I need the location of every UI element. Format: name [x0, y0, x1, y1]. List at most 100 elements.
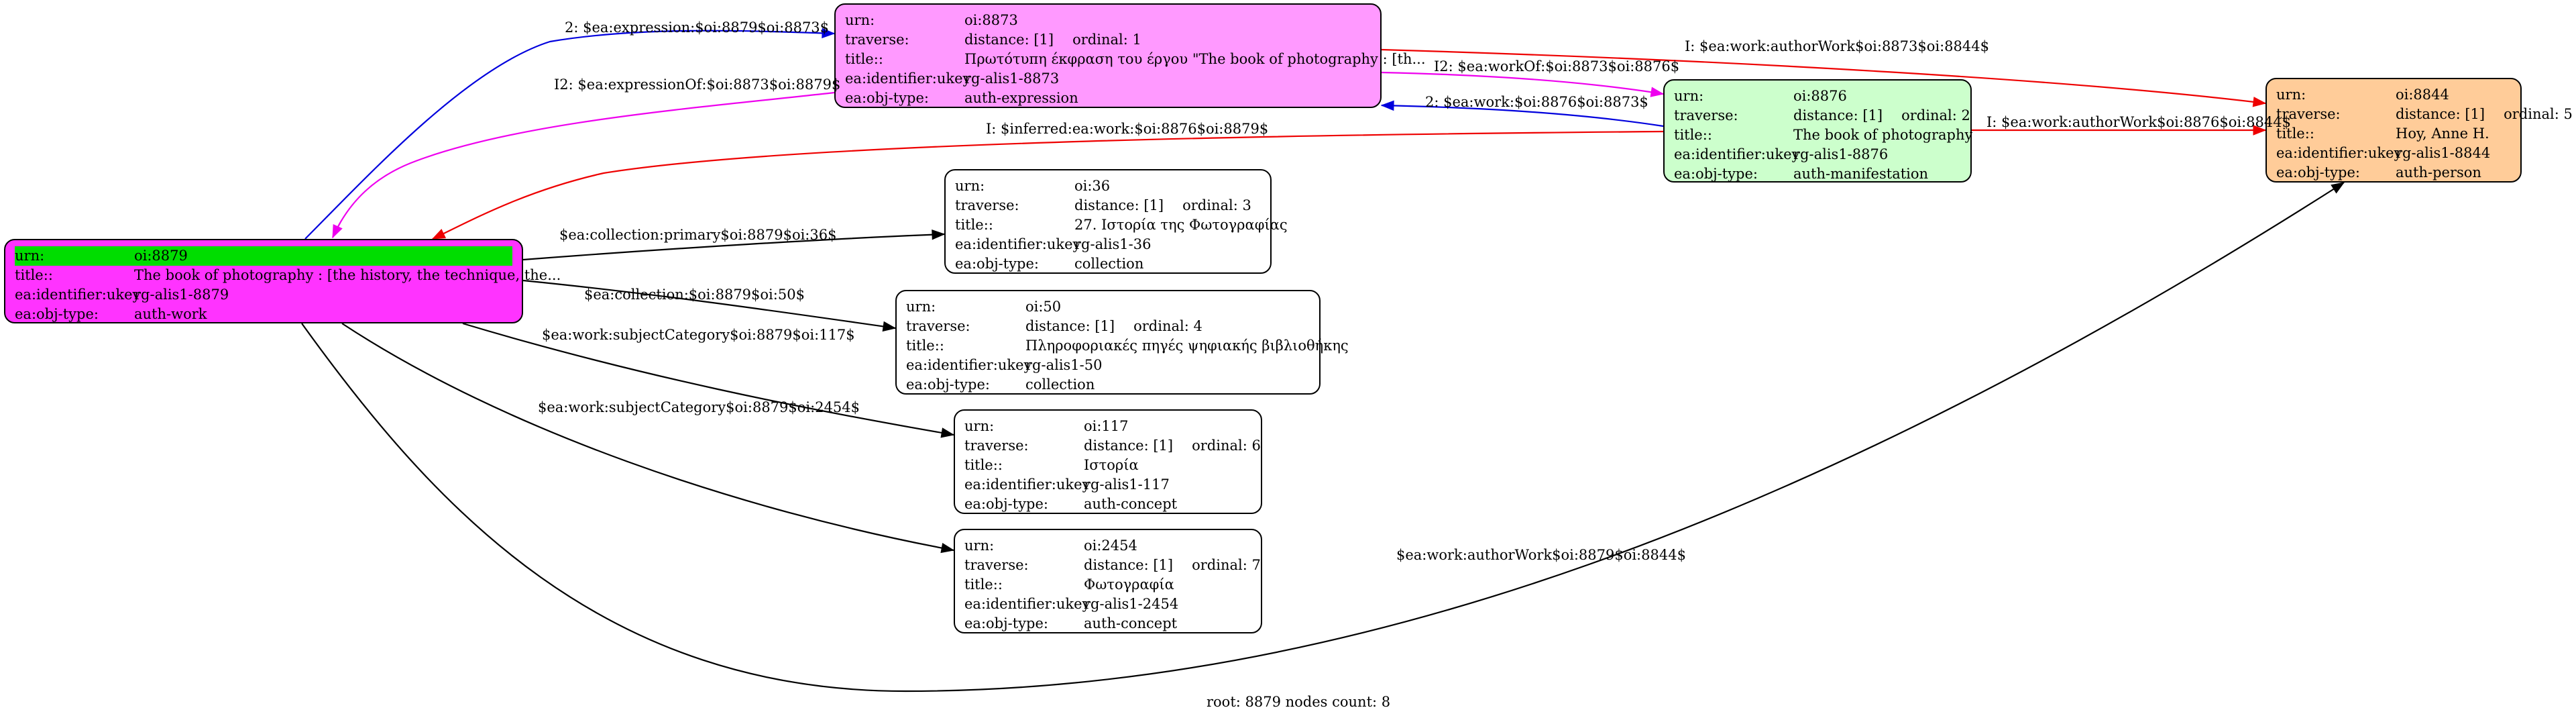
arrowhead-icon — [932, 229, 946, 240]
row-key: ea:obj-type: — [955, 256, 1039, 272]
row-key: urn: — [845, 12, 875, 28]
node-row: traverse:distance: [1]ordinal: 5 — [2276, 105, 2573, 124]
row-value: distance: [1] — [1084, 557, 1174, 573]
row-key: urn: — [964, 418, 995, 434]
arrowhead-icon — [1380, 100, 1394, 111]
row-key: ea:identifier:ukey — [964, 476, 1090, 493]
row-value: rg-alis1-117 — [1084, 476, 1170, 493]
row-key: title:: — [845, 51, 883, 67]
row-key: ea:obj-type: — [845, 90, 929, 106]
node-row: urn:oi:8844 — [2276, 85, 2511, 105]
row-value: rg-alis1-2454 — [1084, 596, 1179, 612]
node-row: urn:oi:50 — [906, 297, 1310, 317]
node-row: urn: oi:8879 — [15, 246, 512, 266]
row-value: oi:8873 — [964, 12, 1018, 28]
row-key: title:: — [964, 576, 1003, 593]
node-row: ea:obj-type:auth-work — [15, 305, 512, 324]
edge-n8876-n8873 — [1381, 104, 1664, 127]
row-key: ea:identifier:ukey — [845, 70, 971, 87]
edge-label-author-work-8873: I: $ea:work:authorWork$oi:8873$oi:8844$ — [1685, 38, 1989, 54]
row-key: ea:obj-type: — [964, 496, 1048, 512]
row-value: Hoy, Anne H. — [2396, 125, 2489, 142]
row-value: rg-alis1-8844 — [2396, 145, 2491, 161]
row-value: rg-alis1-36 — [1074, 236, 1152, 252]
arrowhead-icon — [332, 223, 343, 239]
row-value: distance: [1] — [964, 32, 1054, 48]
node-row: traverse:distance: [1]ordinal: 7 — [964, 556, 1261, 575]
node-row: urn: oi:8873 — [845, 11, 1371, 30]
edge-label-collection: $ea:collection:$oi:8879$oi:50$ — [584, 287, 805, 303]
edge-n8879-n117 — [462, 322, 954, 436]
arrowhead-icon — [431, 229, 447, 240]
node-row: title::The book of photography — [1674, 125, 1972, 145]
row-value: oi:117 — [1084, 418, 1129, 434]
node-row: urn: oi:8876 — [1674, 87, 1961, 106]
row-key: ea:identifier:ukey — [2276, 145, 2402, 161]
row-key: urn: — [955, 178, 985, 194]
row-value: auth-concept — [1084, 496, 1178, 512]
row-value: Πρωτότυπη έκφραση του έργου "The book of… — [964, 51, 1426, 67]
edge-n8873-n8879 — [331, 91, 835, 238]
edge-n8873-n8876 — [1381, 71, 1664, 95]
node-row: title::Πληροφοριακές πηγές ψηφιακής βιβλ… — [906, 336, 1349, 356]
edge-n8876-n8879 — [432, 130, 1664, 240]
row-value: collection — [1074, 256, 1144, 272]
row-value: oi:8876 — [1793, 88, 1847, 104]
row-key: urn: — [15, 248, 45, 264]
node-row: title::27. Ιστορία της Φωτογραφίας — [955, 215, 1288, 235]
node-row: urn: oi:36 — [955, 176, 1261, 196]
node-row: ea:obj-type:collection — [906, 375, 1310, 395]
row-key: traverse: — [955, 197, 1019, 213]
arrowhead-icon — [882, 321, 897, 332]
arrowhead-icon — [822, 28, 836, 39]
row-ordinal: ordinal: 1 — [1072, 32, 1141, 48]
row-value: auth-expression — [964, 90, 1078, 106]
row-value: oi:36 — [1074, 178, 1111, 194]
row-value: oi:8879 — [134, 248, 188, 264]
edge-n8879-n50 — [522, 279, 896, 329]
edge-n8873-n8844 — [1381, 48, 2266, 105]
row-ordinal: ordinal: 3 — [1182, 197, 1251, 213]
arrowhead-icon — [2252, 97, 2267, 107]
footer-summary: root: 8879 nodes count: 8 — [1207, 694, 1391, 710]
row-value: oi:2454 — [1084, 538, 1137, 554]
row-key: title:: — [955, 217, 993, 233]
row-key: ea:identifier:ukey — [1674, 146, 1800, 162]
row-ordinal: ordinal: 7 — [1192, 557, 1261, 573]
node-row: title::Φωτογραφία — [964, 575, 1251, 595]
row-value: auth-concept — [1084, 615, 1178, 631]
row-key: urn: — [1674, 88, 1704, 104]
row-value: Φωτογραφία — [1084, 576, 1174, 593]
row-ordinal: ordinal: 2 — [1901, 107, 1970, 123]
row-value: oi:50 — [1025, 299, 1062, 315]
row-key: ea:identifier:ukey — [955, 236, 1081, 252]
row-ordinal: ordinal: 6 — [1192, 438, 1261, 454]
node-row: urn:oi:2454 — [964, 536, 1251, 556]
edge-label-subject-2454: $ea:work:subjectCategory$oi:8879$oi:2454… — [538, 399, 860, 415]
node-row: title::Hoy, Anne H. — [2276, 124, 2511, 144]
edge-label-author-work-8879: $ea:work:authorWork$oi:8879$oi:8844$ — [1396, 547, 1686, 563]
row-value: auth-manifestation — [1793, 166, 1929, 182]
row-value: collection — [1025, 376, 1095, 393]
row-ordinal: ordinal: 4 — [1133, 318, 1202, 334]
row-value: The book of photography : [the history, … — [134, 267, 561, 283]
row-key: title:: — [906, 338, 944, 354]
edge-n8879-n8873 — [304, 30, 835, 240]
row-key: traverse: — [906, 318, 970, 334]
